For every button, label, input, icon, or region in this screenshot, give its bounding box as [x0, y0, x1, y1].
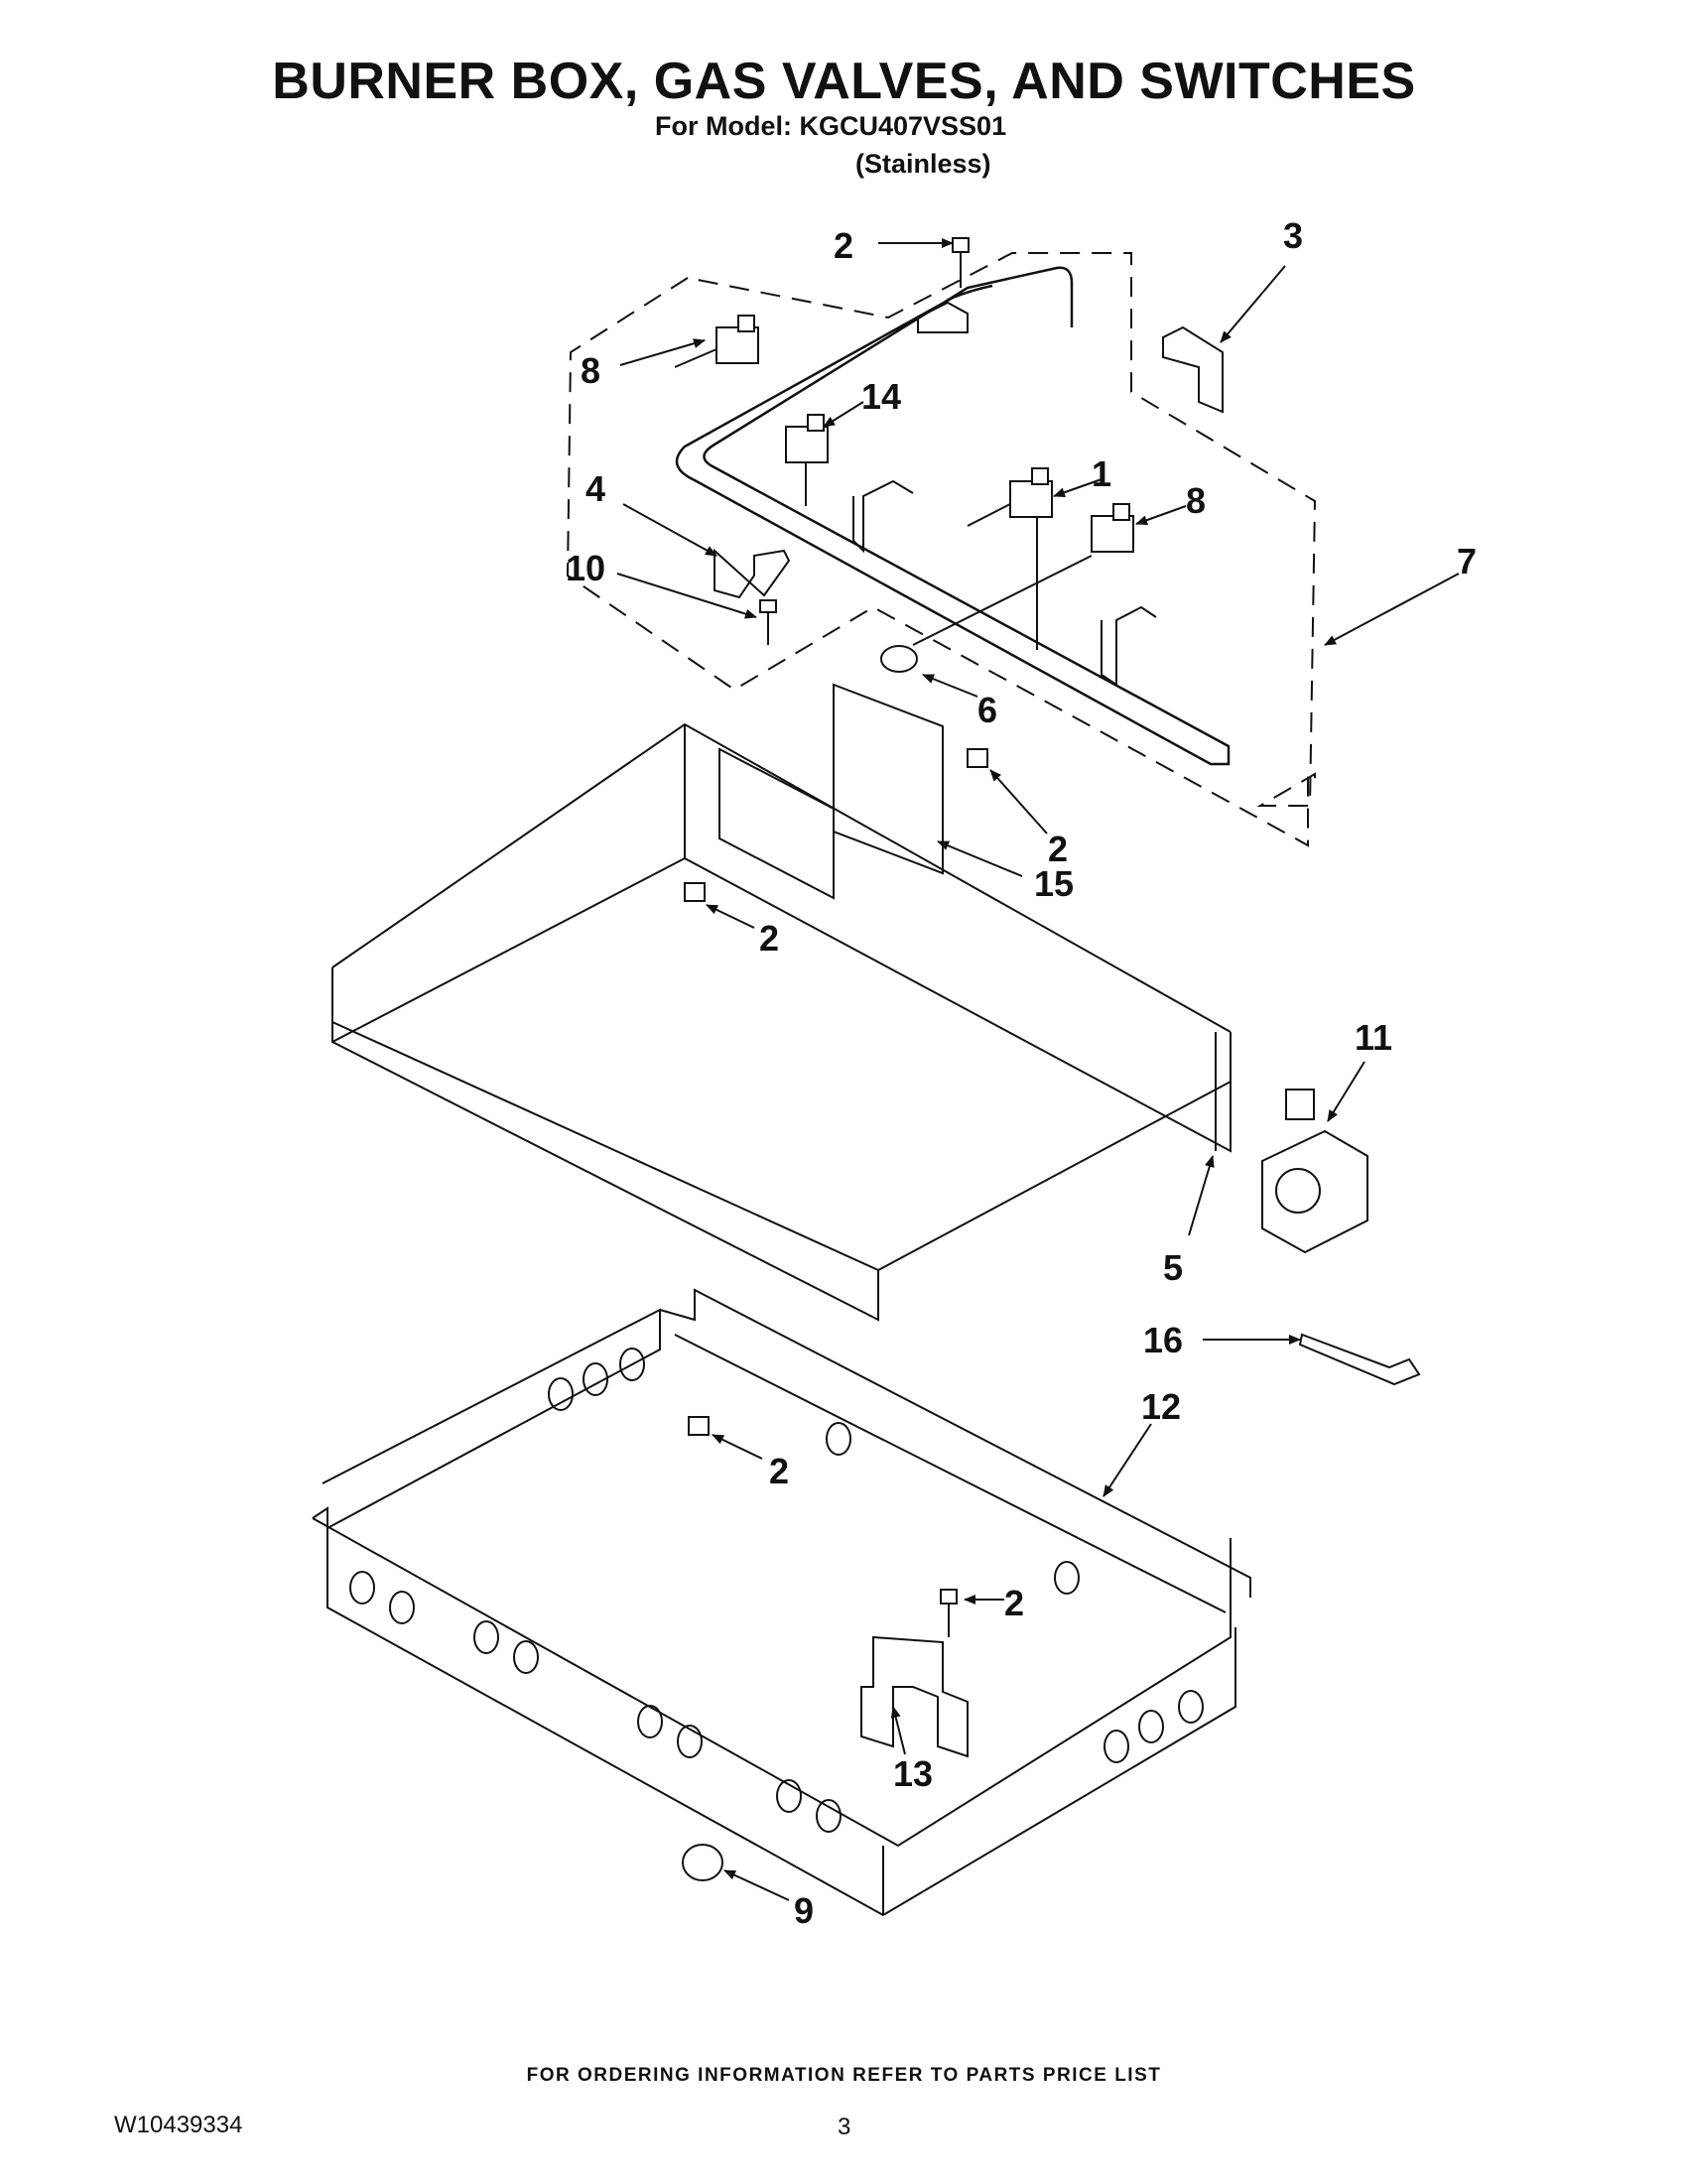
callout-2-shield: 2 — [1048, 829, 1068, 869]
callout-6: 6 — [977, 690, 997, 730]
callout-8-right: 8 — [1186, 480, 1206, 521]
variant-label: (Stainless) — [855, 149, 991, 179]
callout-10: 10 — [566, 548, 605, 588]
page-number: 3 — [838, 2114, 851, 2140]
valve-bracket-icon — [852, 301, 1157, 687]
regulator-11-icon — [1261, 1089, 1368, 1254]
callout-3: 3 — [1283, 215, 1303, 256]
disc-6-icon — [880, 645, 918, 673]
callout-13: 13 — [893, 1753, 933, 1794]
screw-2-bracket-icon — [940, 1589, 958, 1637]
screw-10-icon — [759, 599, 777, 645]
callout-2-bracket: 2 — [1004, 1583, 1024, 1623]
screw-2-box-icons — [684, 748, 988, 1436]
document-number: W10439334 — [114, 2112, 243, 2138]
shield-15-icon — [833, 683, 944, 875]
assembly-dashed-boundary — [566, 252, 1317, 847]
gas-manifold-pipe — [675, 266, 1231, 766]
callout-2-lower: 2 — [769, 1451, 789, 1491]
screw-2-top-icon — [952, 237, 970, 288]
bracket-13-icon — [860, 1635, 969, 1758]
callout-16: 16 — [1143, 1320, 1183, 1360]
callout-7: 7 — [1457, 541, 1477, 581]
callout-15: 15 — [1034, 863, 1074, 904]
ordering-note: FOR ORDERING INFORMATION REFER TO PARTS … — [526, 2065, 1162, 2086]
clip-4-icon — [714, 548, 791, 599]
callout-9: 9 — [794, 1890, 814, 1931]
callout-11: 11 — [1355, 1017, 1392, 1058]
callout-4: 4 — [585, 468, 605, 509]
burner-box-lower — [312, 1288, 1251, 1917]
leader-arrows — [616, 238, 1460, 1901]
model-line: For Model: KGCU407VSS01 — [655, 111, 1007, 141]
callout-2-top: 2 — [834, 225, 853, 266]
callout-8-left: 8 — [581, 350, 600, 391]
valve-icon-1 — [967, 467, 1053, 650]
page-title: BURNER BOX, GAS VALVES, AND SWITCHES — [272, 53, 1416, 110]
bushing-9-icon — [682, 1844, 723, 1881]
callout-2-box: 2 — [759, 918, 779, 959]
tie-16-icon — [1298, 1333, 1421, 1386]
callout-12: 12 — [1141, 1386, 1181, 1427]
burner-box-upper — [331, 683, 1232, 1322]
valve-icon-14 — [785, 414, 829, 506]
valve-icon-8a — [674, 315, 759, 368]
callout-5: 5 — [1163, 1247, 1183, 1288]
valve-assembly-group — [566, 237, 1317, 847]
callout-14: 14 — [861, 376, 901, 417]
callout-1: 1 — [1092, 453, 1111, 494]
valve-icon-8b — [912, 503, 1134, 646]
bracket-3-icon — [1162, 325, 1224, 414]
